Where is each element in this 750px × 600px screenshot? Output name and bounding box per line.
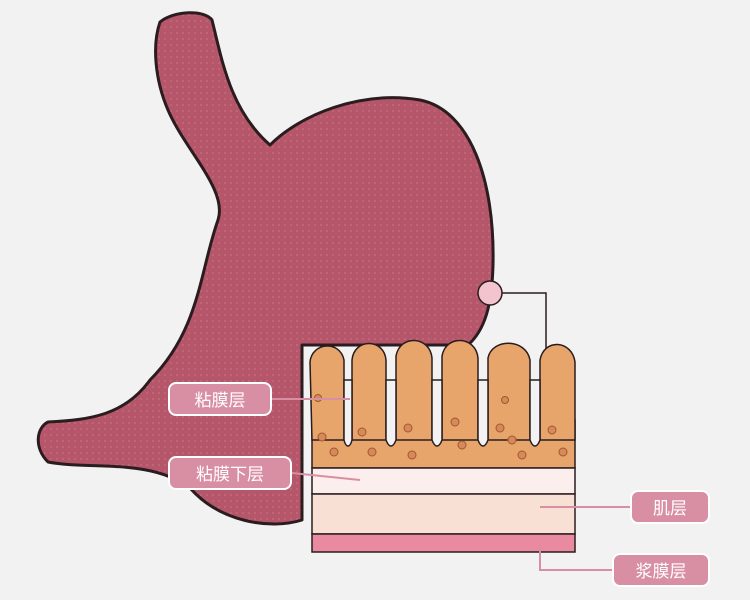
zoom-marker-circle	[477, 280, 503, 306]
cell	[517, 450, 527, 460]
crypt-1	[343, 379, 353, 447]
stomach-shape	[36, 11, 495, 526]
villus-5	[487, 342, 531, 441]
villus-4	[441, 339, 479, 441]
cell	[501, 396, 509, 404]
serosa-layer	[311, 533, 576, 553]
label-submucosa: 粘膜下层	[168, 456, 292, 490]
cell	[357, 427, 367, 437]
submucosa-layer	[311, 467, 576, 495]
cell	[507, 435, 517, 445]
cell	[558, 447, 568, 457]
villus-3	[395, 339, 433, 441]
cell	[495, 423, 505, 433]
mucosa-cells	[314, 394, 568, 460]
cell	[457, 440, 467, 450]
wall-cross-section	[309, 339, 576, 553]
leader-serosa	[539, 545, 612, 571]
mucosa-villi	[309, 339, 576, 441]
crypt-2	[385, 379, 397, 447]
crypt-4	[477, 379, 489, 447]
villus-1	[309, 345, 345, 441]
cell	[547, 425, 557, 435]
label-serosa: 浆膜层	[612, 553, 710, 587]
cell	[407, 450, 417, 460]
cell	[317, 432, 327, 442]
label-muscularis: 肌层	[630, 490, 710, 524]
villus-2	[351, 342, 387, 441]
mucosa-crypts	[343, 379, 541, 447]
label-mucosa: 粘膜层	[168, 382, 272, 416]
villus-6	[539, 343, 576, 441]
cell	[329, 447, 339, 457]
crypt-3	[431, 379, 443, 447]
leader-submucosa	[291, 472, 361, 481]
cell	[450, 417, 460, 427]
cell	[403, 423, 413, 433]
muscularis-layer	[311, 493, 576, 535]
cell	[367, 447, 377, 457]
crypt-5	[529, 379, 541, 447]
leader-lines	[272, 398, 630, 571]
zoom-connector-line	[502, 292, 547, 362]
